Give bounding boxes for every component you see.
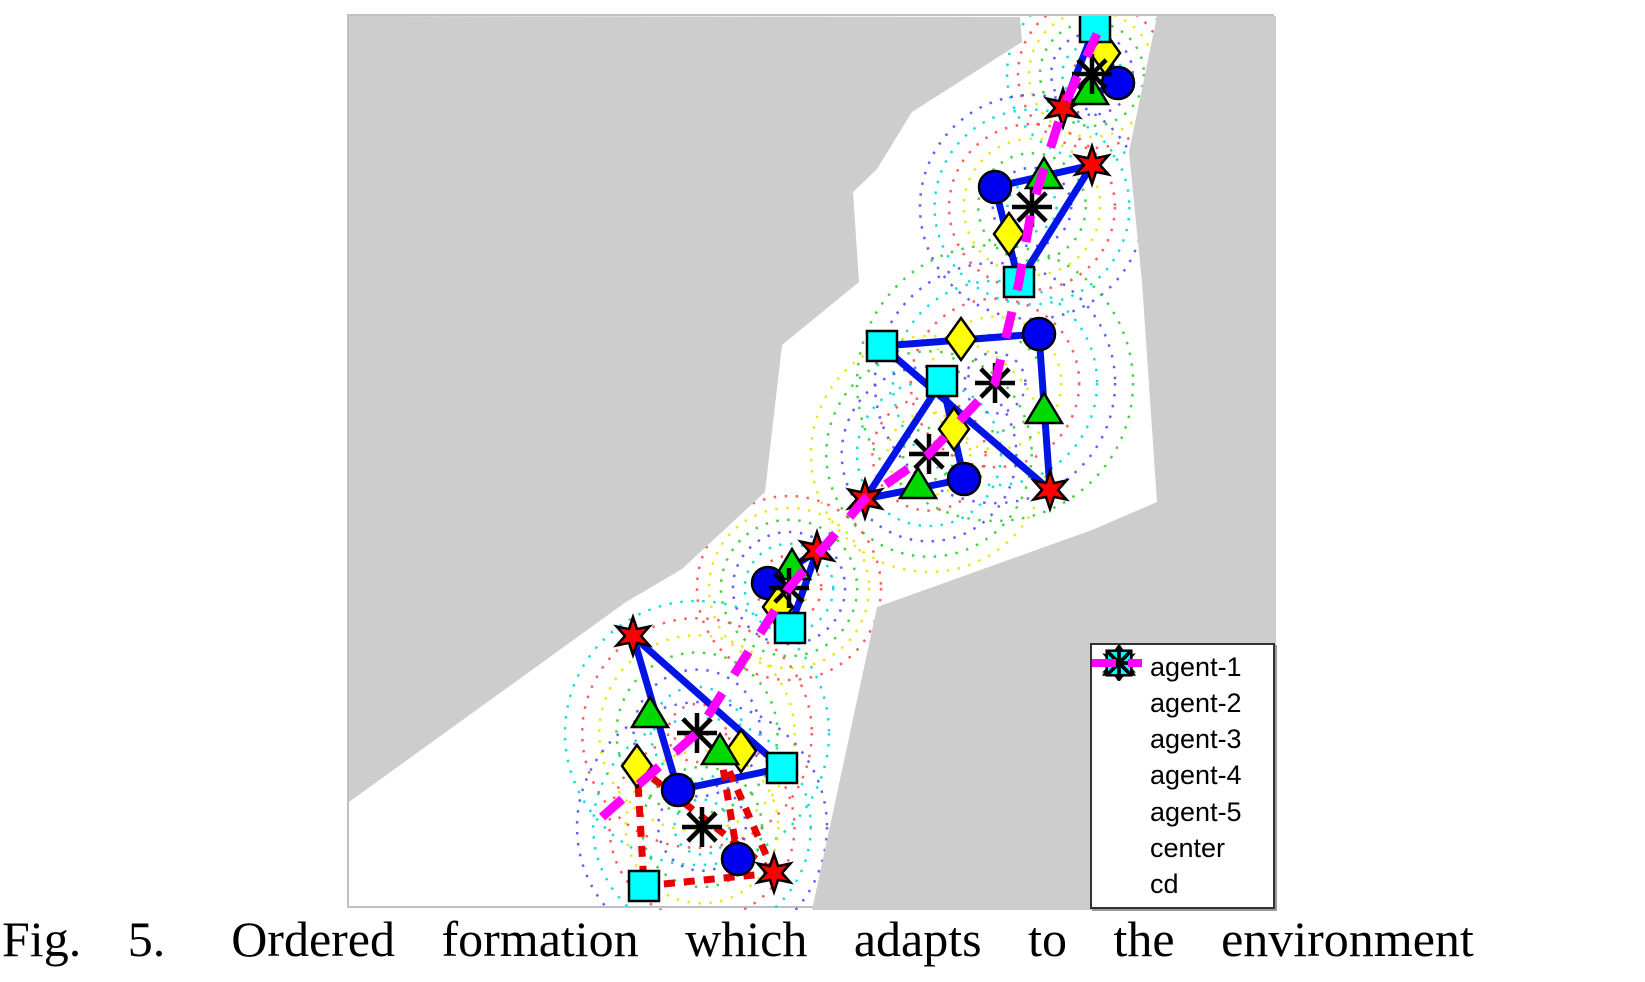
formation-4-edge (862, 379, 945, 501)
sensing-range-ring (615, 651, 779, 815)
formation-initial-edge (643, 869, 775, 890)
legend-entry-agent-3: agent-3 (1094, 648, 1271, 758)
sensing-range-ring (873, 261, 1117, 505)
left-obstacle (349, 16, 1022, 802)
sensing-range-ring (1006, 181, 1058, 233)
cd-trajectory-line (599, 32, 1102, 821)
sensing-range-ring (673, 798, 731, 856)
sensing-range-ring (886, 411, 972, 497)
legend-label: agent-2 (1150, 687, 1242, 718)
sensing-range-ring (731, 530, 847, 646)
sensing-range-ring (976, 151, 1088, 263)
legend-label: agent-1 (1150, 651, 1242, 682)
agent-5-marker-icon (925, 364, 959, 398)
sensing-range-ring (743, 542, 835, 634)
asterisk-marker-icon (1102, 646, 1136, 680)
agent-5-marker-icon (865, 329, 899, 363)
agent-5-marker-icon (627, 869, 661, 903)
legend-entry-cd: cd (1092, 659, 1271, 903)
legend-label: agent-5 (1150, 796, 1242, 827)
sensing-range-ring (927, 315, 1063, 451)
sensing-range-ring (719, 518, 859, 658)
sensing-range-ring (656, 781, 748, 873)
sensing-range-ring (855, 380, 1003, 528)
agent-1-marker-icon (1030, 467, 1070, 513)
sensing-range-ring (891, 279, 1099, 487)
legend-label: center (1150, 833, 1226, 864)
plot-legend: agent-1 agent-2 agent-3 agent-4 agent-5 cente… (1090, 643, 1275, 909)
figure-caption-text: Ordered formation which adapts to the en… (231, 911, 1474, 967)
formation-6-edge (630, 633, 785, 771)
agent-2-marker-icon (699, 731, 741, 766)
agent-3-marker-icon (946, 461, 982, 497)
sensing-range-ring (632, 668, 762, 798)
sensing-range-ring (909, 297, 1081, 469)
sensing-range-ring (707, 506, 871, 670)
legend-entry-agent-2: agent-2 (1094, 647, 1271, 721)
agent-1-marker-icon (1072, 142, 1112, 188)
sensing-range-ring (580, 616, 814, 850)
sensing-range-ring (767, 566, 811, 610)
formation-initial-edge (716, 748, 778, 875)
center-marker-icon (1072, 54, 1112, 94)
agent-5-marker-icon (773, 611, 807, 645)
sensing-range-ring (649, 685, 745, 781)
agent-2-marker-icon (1023, 390, 1065, 425)
figure-plot-area: agent-1 agent-2 agent-3 agent-4 agent-5 cente… (347, 14, 1276, 910)
legend-label: agent-4 (1150, 760, 1242, 791)
sensing-range-ring (933, 108, 1131, 306)
legend-entry-agent-1: agent-1 (1094, 645, 1271, 685)
sensing-range-ring (991, 166, 1073, 248)
legend-label: agent-3 (1150, 724, 1242, 755)
agent-1-marker-icon (613, 613, 653, 659)
agent-2-marker-icon (897, 465, 939, 500)
sensing-range-ring (947, 122, 1117, 292)
legend-entry-agent-4: agent-4 (1094, 645, 1271, 794)
sensing-range-ring (624, 749, 780, 905)
sensing-range-ring (563, 599, 831, 867)
agent-3-marker-icon (660, 772, 696, 808)
agent-1-marker-icon (754, 850, 794, 896)
agent-3-marker-icon (1021, 316, 1057, 352)
sensing-range-ring (666, 702, 728, 764)
plot-svg (349, 16, 1276, 910)
agent-4-marker-icon (992, 210, 1026, 258)
agent-2-marker-icon (629, 694, 671, 729)
agent-4-marker-icon (944, 315, 978, 363)
sensing-range-ring (963, 351, 1027, 415)
sensing-range-ring (695, 494, 883, 682)
agent-3-marker-icon (720, 841, 756, 877)
sensing-range-ring (962, 137, 1102, 277)
legend-entry-agent-5: agent-5 (1094, 649, 1271, 830)
formation-2-edge (1016, 163, 1095, 284)
figure-caption-label: Fig. 5. (2, 911, 166, 967)
sensing-range-ring (575, 700, 829, 910)
sensing-range-ring (591, 716, 813, 910)
legend-label: cd (1150, 869, 1179, 900)
sensing-range-ring (855, 243, 1135, 523)
figure-caption: Fig. 5. Ordered formation which adapts to… (2, 910, 1645, 968)
sensing-range-ring (825, 350, 1033, 558)
sensing-range-ring (598, 634, 796, 832)
agent-3-marker-icon (977, 169, 1013, 205)
sensing-range-ring (608, 733, 796, 910)
legend-entry-center: center (1094, 646, 1271, 867)
sensing-range-ring (840, 365, 1018, 543)
center-marker-icon (682, 807, 722, 847)
agent-5-marker-icon (765, 751, 799, 785)
